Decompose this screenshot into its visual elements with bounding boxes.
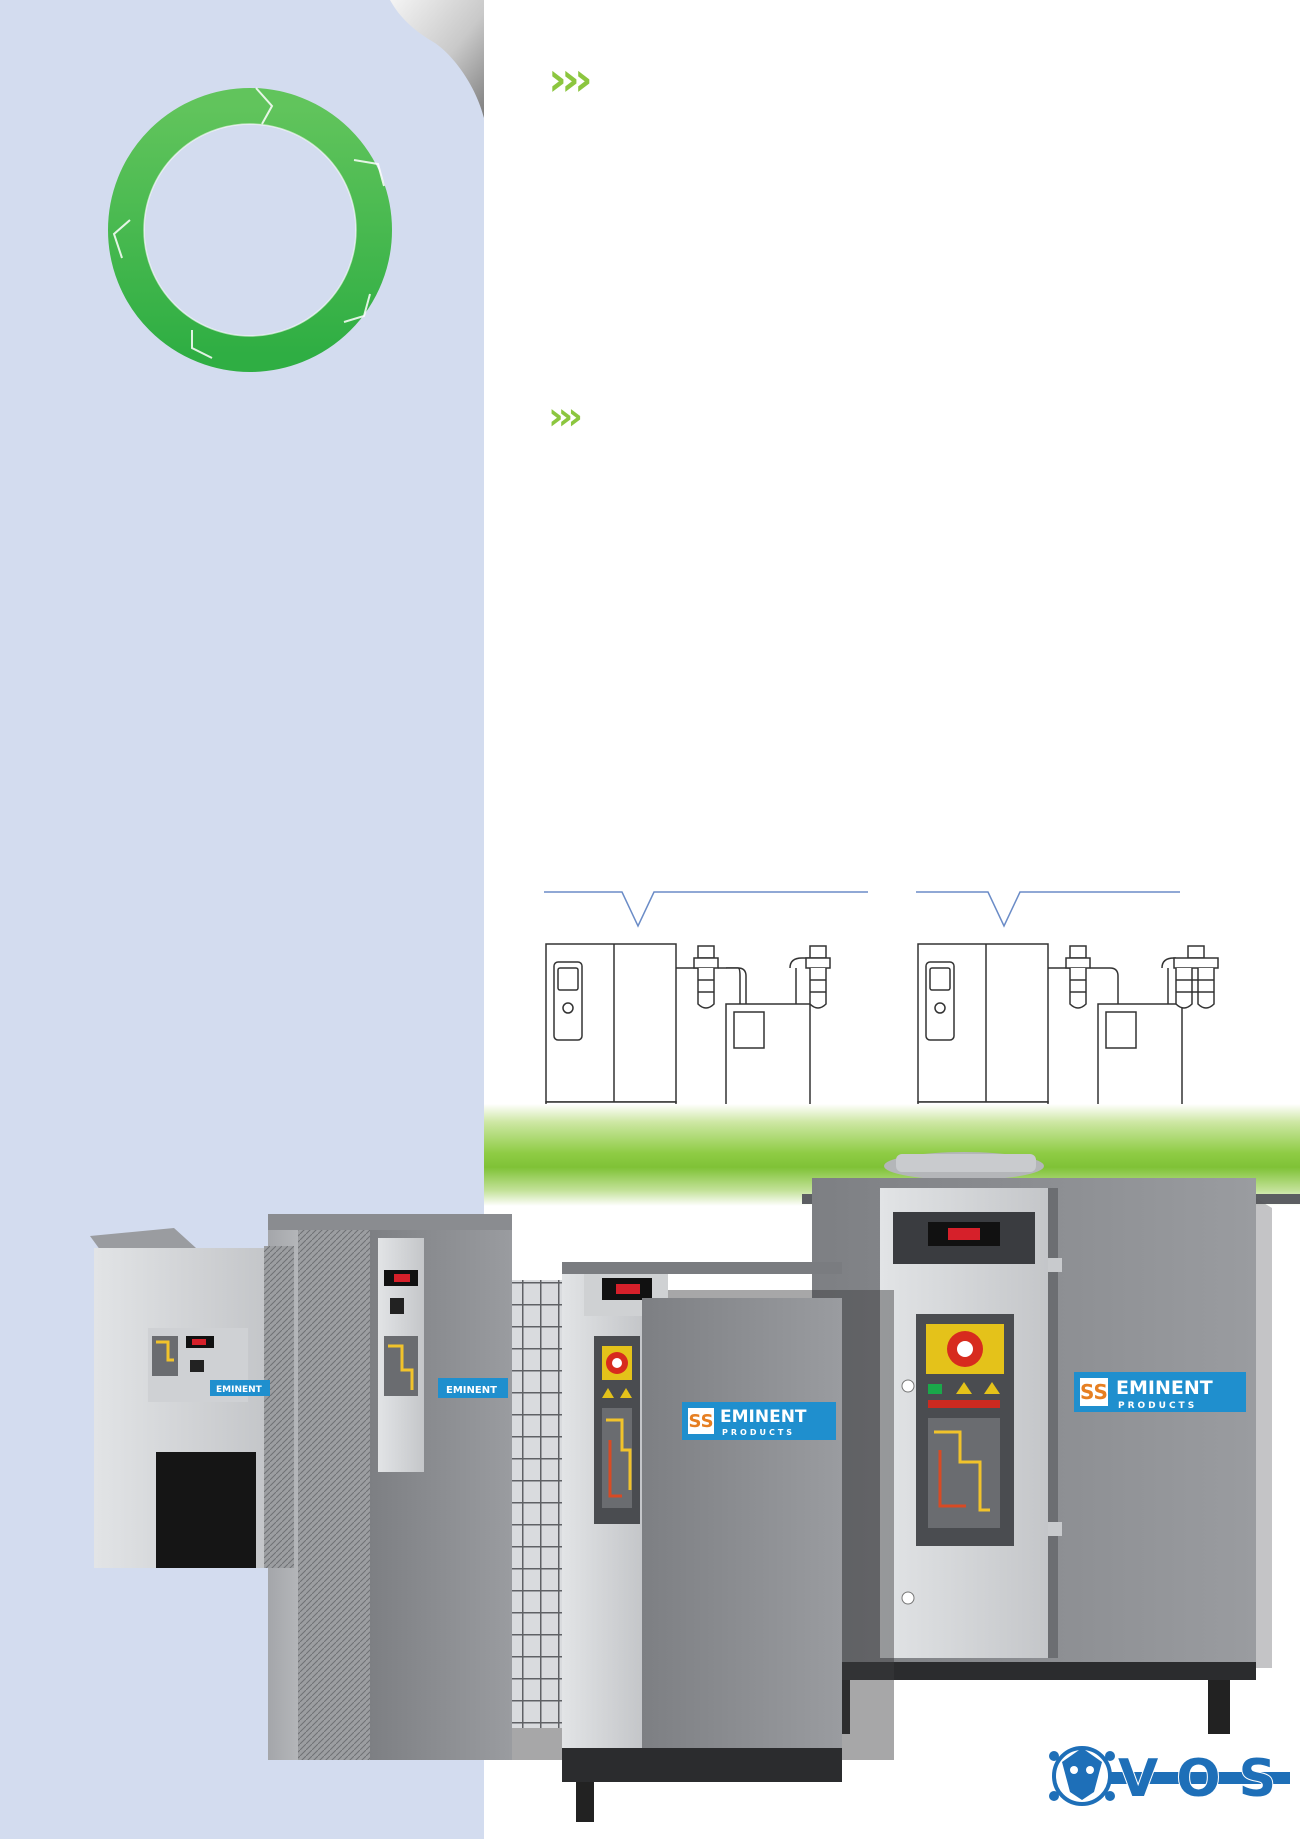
eminent-logo-subtext: PRODUCTS	[1118, 1401, 1197, 1411]
dryer-medium: EMINENT	[268, 1214, 512, 1760]
chevrons-right-icon: ›››	[548, 394, 583, 438]
chevrons-right-icon: ›››	[548, 52, 593, 106]
eminent-logo-text: EMINENT	[1116, 1377, 1213, 1399]
eminent-logo-text: EMINENT	[216, 1385, 263, 1395]
eminent-logo-text: EMINENT	[720, 1407, 807, 1427]
installation-diagram-2	[916, 891, 1219, 1115]
dryer-small: EMINENT	[90, 1228, 294, 1568]
page-curl-icon	[390, 0, 500, 120]
cycle-ring-icon	[108, 87, 392, 372]
eminent-logo-mark: SS	[688, 1411, 713, 1432]
vos-logo-text: V O S	[1118, 1749, 1276, 1809]
dryer-product-lineup: SS EMINENT PRODUCTS SS EMINENT PRODUCTS	[90, 1152, 1300, 1822]
eminent-logo-text: EMINENT	[446, 1385, 497, 1396]
dryer-large: SS EMINENT PRODUCTS	[802, 1152, 1300, 1734]
eminent-logo-subtext: PRODUCTS	[722, 1428, 795, 1437]
vos-company-logo: V O S	[1049, 1746, 1290, 1810]
eminent-logo-mark: SS	[1080, 1380, 1108, 1404]
installation-diagram-1	[544, 891, 868, 1115]
dryer-medium-large: SS EMINENT PRODUCTS	[470, 1262, 894, 1822]
